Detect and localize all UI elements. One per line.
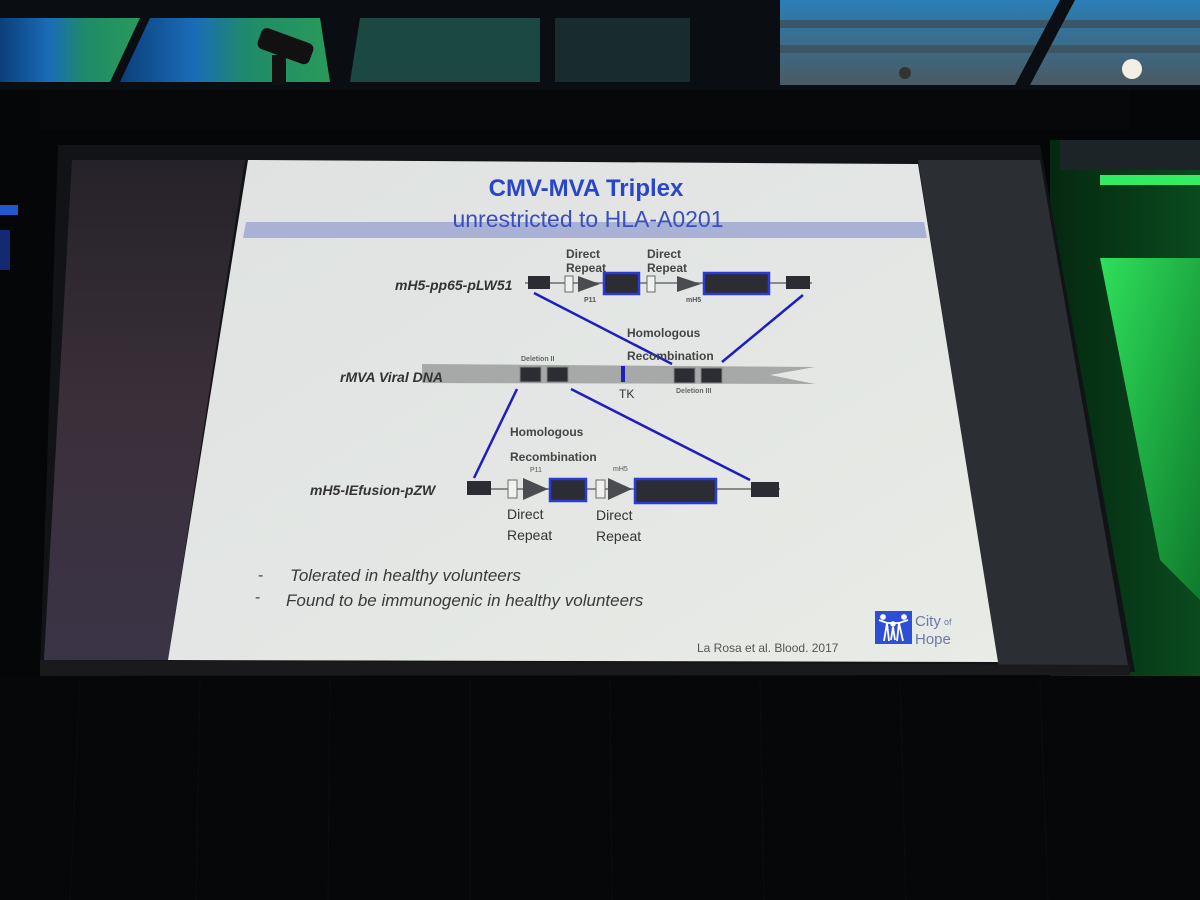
city-of-hope-logo: City of Hope xyxy=(875,611,952,648)
tk-marker xyxy=(621,366,625,382)
direct-repeat-box xyxy=(595,479,606,499)
direct-label: Direct xyxy=(566,247,600,261)
promoter-arrow-icon xyxy=(523,478,548,500)
bullet-marker: - xyxy=(258,567,263,584)
direct-repeat-box xyxy=(564,275,574,293)
deletion-ii-label: Deletion II xyxy=(521,356,555,363)
bullet-item: Found to be immunogenic in healthy volun… xyxy=(286,591,644,610)
dna-strand xyxy=(422,364,815,384)
title-band xyxy=(243,222,927,238)
direct-repeat-box xyxy=(507,479,518,499)
promoter-arrow-icon xyxy=(578,276,600,292)
flank-box-right xyxy=(751,482,779,497)
bottom-construct: Homologous Recombination mH5-IEfusion-pZ… xyxy=(310,425,780,544)
gene-box-pp65-b xyxy=(702,271,771,296)
promoter-label-mh5: mH5 xyxy=(613,466,628,473)
slide-title: CMV-MVA Triplex xyxy=(489,175,684,202)
recombination-label: Recombination xyxy=(510,450,597,464)
tk-label: TK xyxy=(619,387,634,401)
top-construct-name: mH5-pp65-pLW51 xyxy=(395,277,513,293)
logo-text-hope: Hope xyxy=(915,631,951,648)
top-construct: mH5-pp65-pLW51 Direct Repeat Direct Repe… xyxy=(395,247,812,304)
gene-box-iefusion-a xyxy=(548,477,588,503)
bullet-marker: - xyxy=(255,589,260,606)
direct-label: Direct xyxy=(507,506,544,522)
camera-icon xyxy=(257,28,314,85)
recombination-label: Recombination xyxy=(627,349,714,363)
speaker-icon xyxy=(899,67,911,79)
slide-subtitle: unrestricted to HLA-A0201 xyxy=(452,206,723,232)
bullet-list: - Tolerated in healthy volunteers - Foun… xyxy=(255,566,644,610)
promoter-label-mh5: mH5 xyxy=(686,297,701,304)
recombination-line xyxy=(721,294,804,363)
gene-box-pp65-a xyxy=(602,271,641,296)
direct-repeat-box xyxy=(646,275,656,293)
viral-dna: rMVA Viral DNA Deletion II Deletion III … xyxy=(340,356,815,401)
recombination-line xyxy=(533,291,673,366)
promoter-arrow-icon xyxy=(608,478,632,500)
promoter-label-p11: P11 xyxy=(584,297,596,304)
slide: CMV-MVA Triplex unrestricted to HLA-A020… xyxy=(168,160,998,662)
ceiling xyxy=(0,0,1200,90)
repeat-label: Repeat xyxy=(507,527,552,543)
stage-curtain xyxy=(0,676,1200,900)
recombination-line xyxy=(472,388,519,479)
gene-box-iefusion-b xyxy=(633,477,718,505)
ceiling-light-icon xyxy=(1122,59,1142,79)
promoter-arrow-icon xyxy=(677,276,701,292)
logo-text-city: City xyxy=(915,613,941,630)
bullet-item: Tolerated in healthy volunteers xyxy=(290,566,521,585)
direct-label: Direct xyxy=(596,507,633,523)
flank-box-left xyxy=(467,481,491,495)
promoter-label-p11: P11 xyxy=(530,467,542,474)
logo-text-of: of xyxy=(944,617,952,627)
flank-box-left xyxy=(528,276,550,289)
flank-box-right xyxy=(786,276,810,289)
repeat-label: Repeat xyxy=(566,261,606,275)
homologous-label: Homologous xyxy=(627,326,701,340)
direct-label: Direct xyxy=(647,247,681,261)
repeat-label: Repeat xyxy=(596,528,641,544)
viral-dna-name: rMVA Viral DNA xyxy=(340,369,443,385)
deletion-iii-label: Deletion III xyxy=(676,388,711,395)
bottom-construct-name: mH5-IEfusion-pZW xyxy=(310,482,437,498)
homologous-label: Homologous xyxy=(510,425,584,439)
recombination-line xyxy=(570,387,751,482)
repeat-label: Repeat xyxy=(647,261,687,275)
citation: La Rosa et al. Blood. 2017 xyxy=(697,641,839,655)
